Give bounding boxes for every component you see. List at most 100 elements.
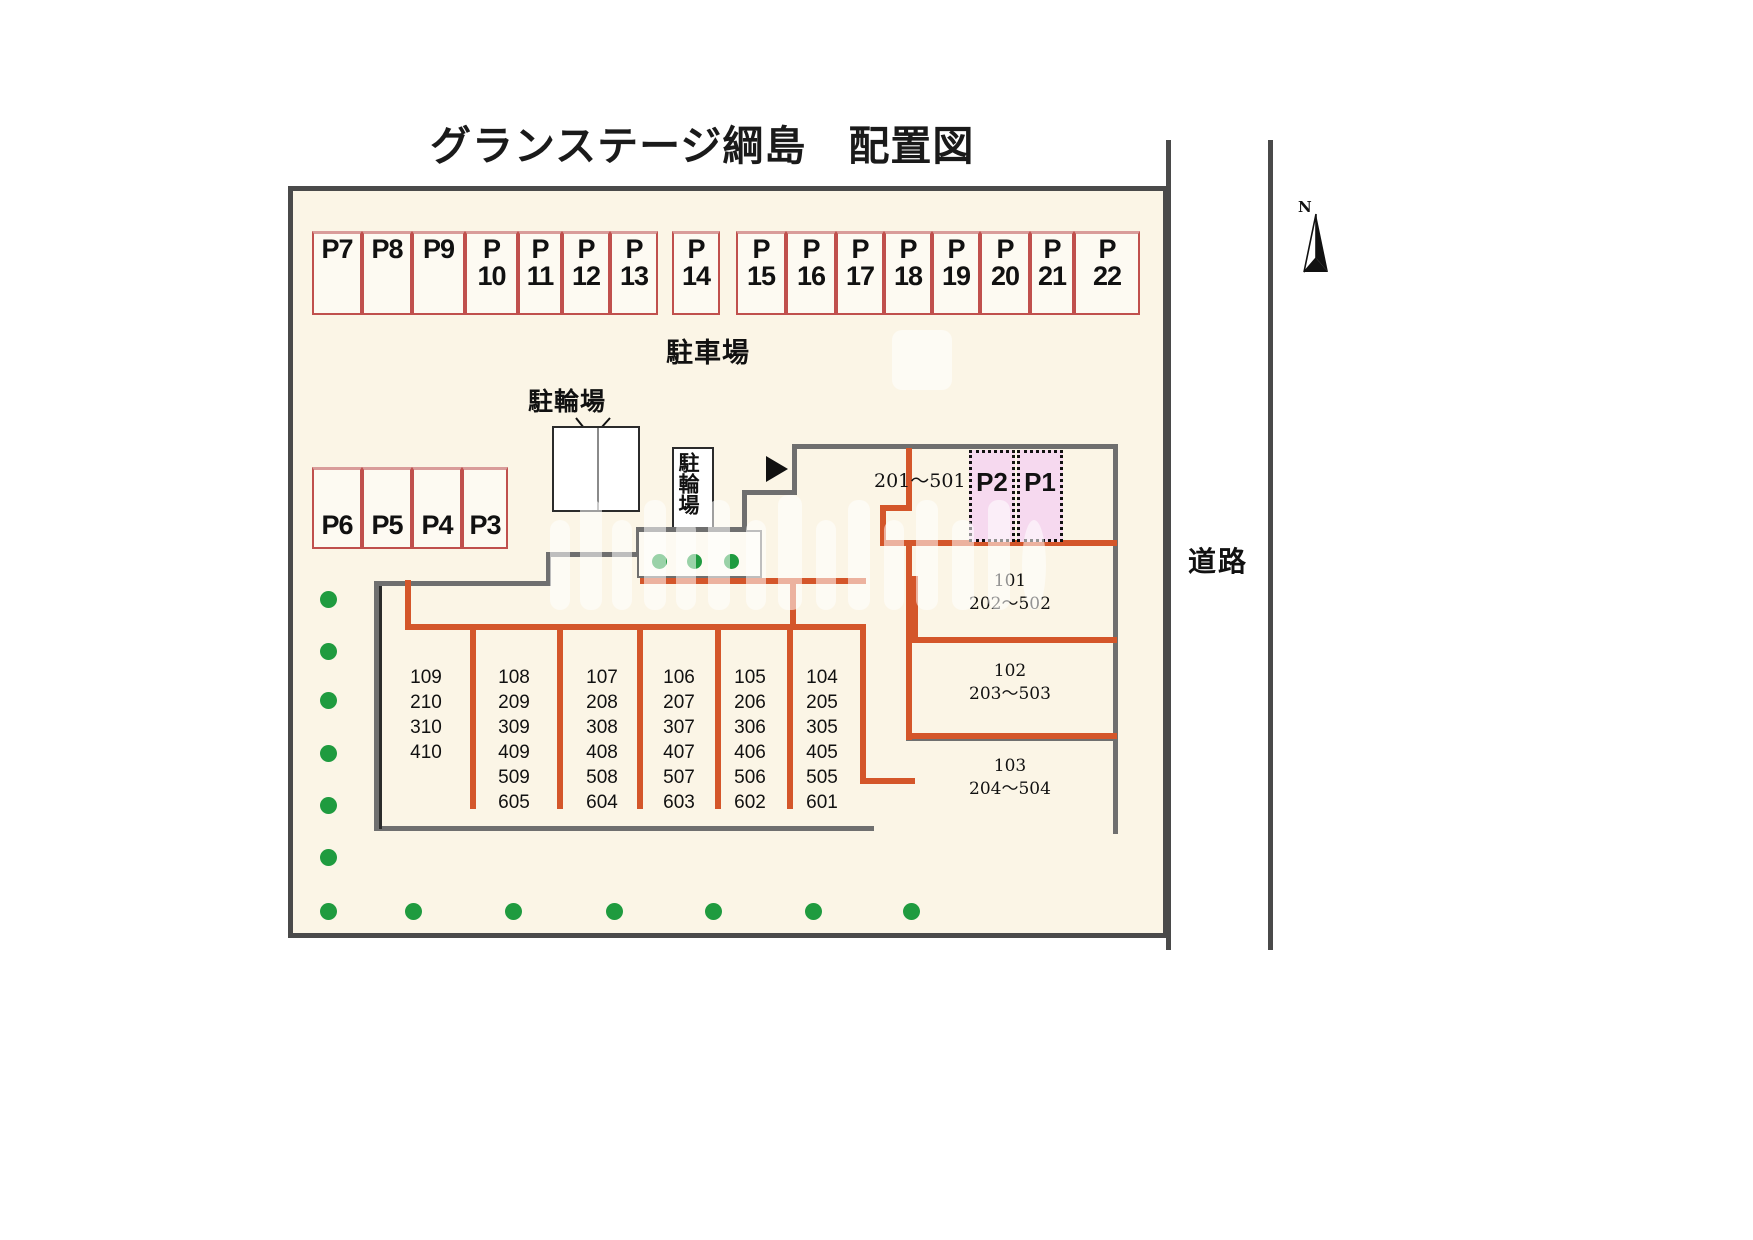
unit-numbers-col-106: 106 207 307 407 507 603: [663, 667, 695, 814]
parking-stall-label: P6: [321, 510, 353, 540]
divider-105-104: [787, 624, 793, 809]
divider-104-right: [860, 624, 866, 784]
unit-label-101: 101 202〜502: [969, 571, 1051, 614]
divider-right-upper: [906, 448, 912, 508]
tree: [320, 745, 337, 762]
tree: [320, 643, 337, 660]
tree: [652, 554, 667, 569]
entrance-arrow-icon: [766, 456, 788, 482]
road-label: 道路: [1188, 545, 1249, 578]
bicycle-rack-divider: [597, 428, 599, 510]
wall-step-6: [546, 552, 551, 584]
parking-stall-label-line2: 21: [1037, 261, 1067, 291]
tree: [320, 849, 337, 866]
bicycle-parking-area-1: [552, 426, 640, 512]
parking-stall-label-line2: 10: [477, 261, 506, 291]
divider-courtyard-right: [790, 578, 796, 626]
divider-109-left: [405, 580, 411, 630]
divider-right-stub-1: [880, 505, 912, 511]
wall-step-5: [546, 552, 641, 557]
unit-range-201-501: 201〜501: [874, 470, 966, 492]
divider-right-vertical: [906, 540, 912, 740]
parking-stall-label-line2: 20: [990, 261, 1020, 291]
parking-stall-p6[interactable]: P6: [312, 467, 362, 549]
tree: [320, 591, 337, 608]
divider-108-107: [557, 624, 563, 809]
wall-left-vertical: [374, 581, 379, 831]
tree: [405, 903, 422, 920]
wall-bottom: [374, 826, 874, 831]
tree: [705, 903, 722, 920]
divider-right-short: [912, 576, 918, 638]
reserved-parking-stall-label: P2: [976, 467, 1008, 497]
parking-stall-label: P8: [371, 234, 403, 264]
tree: [505, 903, 522, 920]
compass-north-letter: N: [1298, 198, 1312, 216]
parking-stall-p4[interactable]: P4: [412, 467, 462, 549]
parking-stall-label-line2: 14: [681, 261, 711, 291]
divider-101-102: [912, 637, 1117, 643]
wall-right-top: [792, 444, 1118, 449]
parking-lot-label: 駐車場: [666, 338, 750, 369]
parking-stall-p7[interactable]: P7: [312, 231, 362, 315]
unit-label-102: 102 203〜503: [969, 661, 1051, 704]
divider-107-106: [637, 624, 643, 809]
reserved-parking-stall-p2[interactable]: P2: [969, 450, 1015, 542]
unit-numbers-col-108: 108 209 309 409 509 605: [498, 667, 530, 814]
tree: [903, 903, 920, 920]
divider-102-103: [912, 733, 1117, 739]
bicycle-parking-label-1: 駐輪場: [528, 387, 607, 416]
parking-stall-label-line2: 18: [893, 261, 923, 291]
parking-stall-label-line2: 13: [619, 261, 649, 291]
wall-step-1: [742, 490, 797, 495]
parking-stall-label-line2: 17: [845, 261, 875, 291]
parking-stall-label-line2: 19: [941, 261, 971, 291]
divider-109-108: [470, 624, 476, 809]
parking-stall-label: P5: [371, 510, 403, 540]
tree: [320, 692, 337, 709]
unit-numbers-col-107: 107 208 308 408 508 604: [586, 667, 618, 814]
parking-stall-label: P4: [421, 510, 453, 540]
tree: [606, 903, 623, 920]
tree: [320, 797, 337, 814]
divider-courtyard-bottom: [640, 578, 866, 584]
parking-stall-p3[interactable]: P3: [462, 467, 508, 549]
road-edge-right: [1268, 140, 1273, 950]
parking-stall-p5[interactable]: P5: [362, 467, 412, 549]
unit-numbers-col-109: 109 210 310 410: [410, 667, 442, 764]
bicycle-parking-label-2: 駐輪場: [676, 452, 700, 515]
unit-numbers-col-105: 105 206 306 406 506 602: [734, 667, 766, 814]
tree: [320, 903, 337, 920]
parking-stall-p9[interactable]: P9: [412, 231, 465, 315]
reserved-parking-stall-p1[interactable]: P1: [1017, 450, 1063, 542]
tree: [724, 554, 739, 569]
divider-right-stub-2: [880, 505, 886, 545]
parking-stall-p8[interactable]: P8: [362, 231, 412, 315]
parking-stall-label: P7: [321, 234, 353, 264]
parking-stall-label: P3: [469, 510, 501, 540]
unit-label-103: 103 204〜504: [969, 756, 1051, 799]
road-edge-left: [1166, 140, 1171, 950]
